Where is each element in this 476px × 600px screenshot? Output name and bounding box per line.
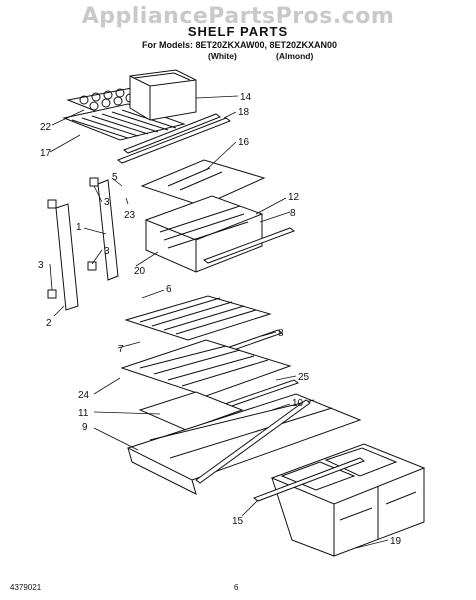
- watermark: AppliancePartsPros.com: [81, 4, 395, 29]
- callout-17: 17: [40, 148, 52, 159]
- part-side-rail: [47, 177, 119, 311]
- callout-23: 23: [124, 210, 136, 221]
- part-crisper-frame: [126, 393, 362, 495]
- part-wire-shelf: [62, 103, 186, 141]
- callout-3a: 3: [104, 197, 110, 208]
- part-shelf-rail-18: [116, 113, 232, 164]
- part-crisper-pan: [144, 195, 264, 273]
- callout-19: 19: [390, 536, 402, 547]
- leader-lines: [49, 95, 389, 549]
- part-crisper-rail-8: [202, 227, 296, 264]
- callout-7: 7: [118, 344, 124, 355]
- callout-8b: 8: [278, 328, 284, 339]
- callout-24: 24: [78, 390, 90, 401]
- part-dairy-bin: [129, 69, 197, 121]
- callout-5: 5: [112, 172, 118, 183]
- callout-1: 1: [76, 222, 82, 233]
- callout-22: 22: [40, 122, 52, 133]
- callout-3b: 3: [104, 246, 110, 257]
- models-line: For Models: 8ET20ZKXAW00, 8ET20ZKXAN00: [142, 40, 338, 50]
- page-number: 6: [234, 583, 239, 592]
- callout-20: 20: [134, 266, 146, 277]
- callout-8a: 8: [290, 208, 296, 219]
- callout-labels: 22 17 14 18 16 5 23 12 8 3 1 3 3 20 6 2 …: [38, 92, 402, 547]
- part-crisper-cover-11: [138, 391, 244, 431]
- variant-almond: (Almond): [276, 51, 314, 61]
- part-wire-shelf-24: [120, 339, 292, 397]
- variant-white: (White): [208, 51, 237, 61]
- callout-11: 11: [78, 408, 89, 419]
- callout-25: 25: [298, 372, 310, 383]
- callout-9: 9: [82, 422, 88, 433]
- part-crisper-drawers: [252, 443, 426, 557]
- callout-6: 6: [166, 284, 172, 295]
- callout-10: 10: [292, 398, 304, 409]
- callout-2: 2: [46, 318, 52, 329]
- callout-16: 16: [238, 137, 250, 148]
- callout-14: 14: [240, 92, 252, 103]
- callout-3c: 3: [38, 260, 44, 271]
- callout-18: 18: [238, 107, 250, 118]
- document-number: 4379021: [10, 583, 42, 592]
- page-title: SHELF PARTS: [187, 24, 289, 39]
- part-glass-shelf-16: [140, 159, 266, 207]
- part-wire-shelf-7: [124, 295, 272, 341]
- callout-15: 15: [232, 516, 244, 527]
- callout-12: 12: [288, 192, 300, 203]
